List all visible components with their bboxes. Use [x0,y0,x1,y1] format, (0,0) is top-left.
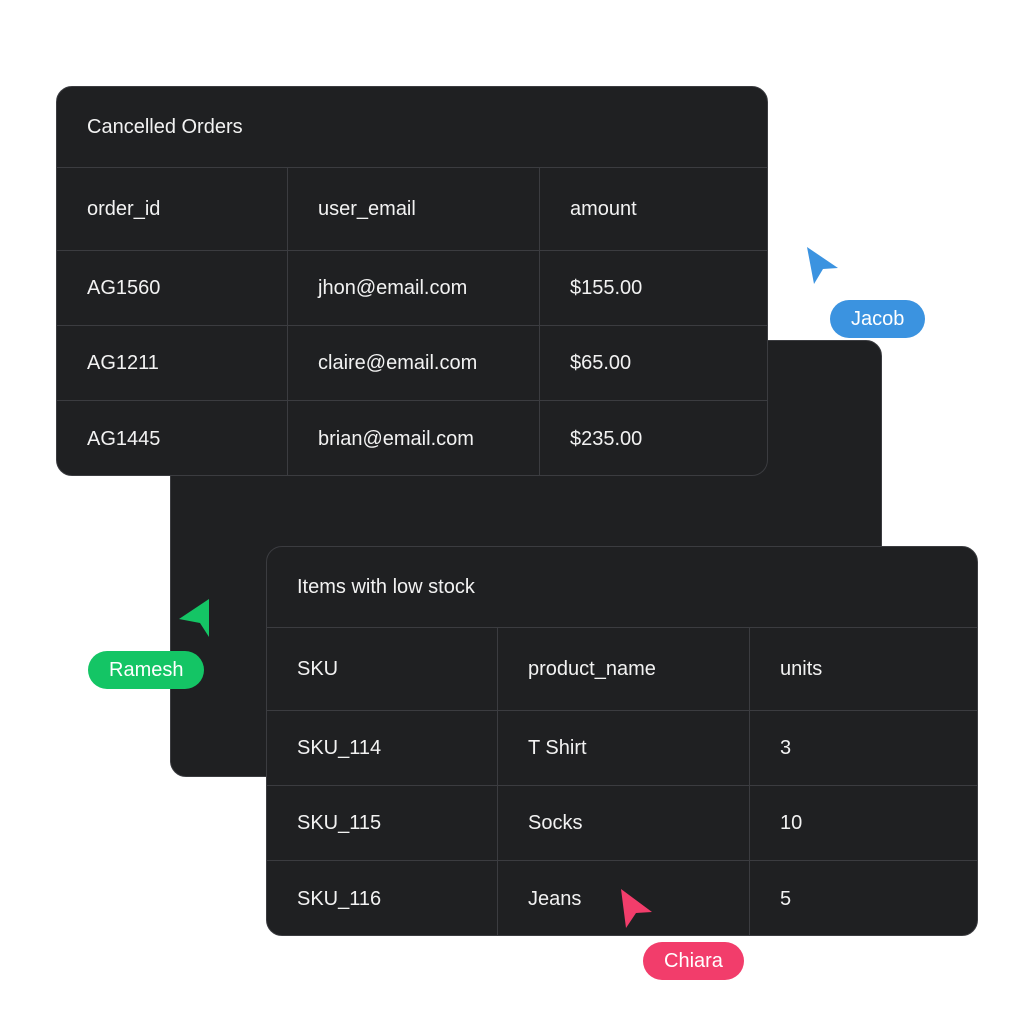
column-header-product-name[interactable]: product_name [498,628,750,710]
cursor-arrow-icon [179,599,209,637]
cancelled-orders-card[interactable]: Cancelled Orders order_id user_email amo… [56,86,768,476]
table-header-row: order_id user_email amount [57,168,767,251]
table-row[interactable]: AG1211 claire@email.com $65.00 [57,326,767,401]
cell-user-email[interactable]: jhon@email.com [288,251,540,325]
table-row[interactable]: SKU_115 Socks 10 [267,786,977,861]
table-header-row: SKU product_name units [267,628,977,711]
cell-order-id[interactable]: AG1445 [57,401,288,475]
cell-units[interactable]: 5 [780,887,792,910]
cell-product-name[interactable]: T Shirt [498,711,750,785]
cell-sku[interactable]: SKU_114 [267,711,498,785]
table-row[interactable]: AG1560 jhon@email.com $155.00 [57,251,767,326]
card-title: Cancelled Orders [57,87,767,168]
low-stock-card[interactable]: Items with low stock SKU product_name un… [266,546,978,936]
cell-units[interactable]: 10 [780,811,803,834]
collaborator-label-chiara: Chiara [643,942,744,980]
cell-product-name[interactable]: Jeans [498,861,750,935]
table-row[interactable]: AG1445 brian@email.com $235.00 [57,401,767,475]
table-row[interactable]: SKU_114 T Shirt 3 [267,711,977,786]
cell-units[interactable]: 3 [780,736,792,759]
cell-sku[interactable]: SKU_116 [267,861,498,935]
cell-user-email[interactable]: brian@email.com [288,401,540,475]
column-header-amount[interactable]: amount [570,197,637,220]
cell-order-id[interactable]: AG1560 [57,251,288,325]
column-header-user-email[interactable]: user_email [288,168,540,250]
cell-product-name[interactable]: Socks [498,786,750,860]
cursor-arrow-icon [621,889,652,928]
column-header-order-id[interactable]: order_id [57,168,288,250]
cell-sku[interactable]: SKU_115 [267,786,498,860]
cell-amount[interactable]: $155.00 [570,276,643,299]
table-row[interactable]: SKU_116 Jeans 5 [267,861,977,935]
collaborator-label-jacob: Jacob [830,300,926,338]
cell-order-id[interactable]: AG1211 [57,326,288,400]
column-header-units[interactable]: units [780,657,823,680]
collaborator-label-ramesh: Ramesh [88,651,205,689]
cursor-arrow-icon [807,247,838,284]
cell-user-email[interactable]: claire@email.com [288,326,540,400]
cell-amount[interactable]: $235.00 [570,427,643,450]
column-header-sku[interactable]: SKU [267,628,498,710]
card-title: Items with low stock [267,547,977,628]
cell-amount[interactable]: $65.00 [570,351,632,374]
